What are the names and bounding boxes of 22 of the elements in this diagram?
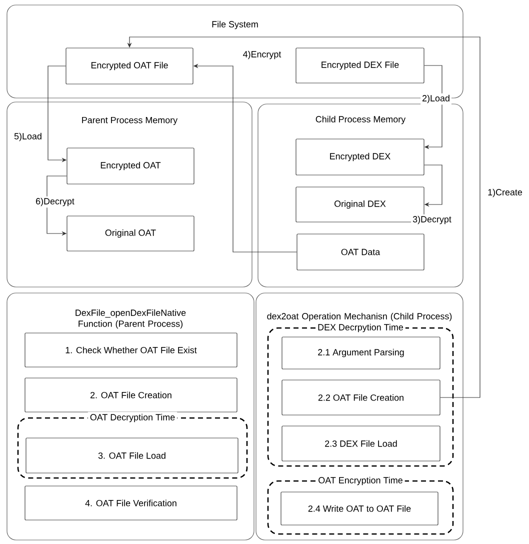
edge-label: 1)Create: [486, 187, 524, 199]
process-box: 2.3 DEX File Load: [282, 426, 440, 462]
process-box: Original OAT: [66, 216, 194, 252]
process-box: 3. OAT File Load: [26, 438, 238, 474]
process-box: Encrypted DEX: [296, 138, 424, 176]
process-box: 4. OAT File Verification: [24, 486, 238, 520]
process-box: Encrypted OAT: [66, 148, 194, 184]
edge-label: 2)Load: [420, 93, 452, 105]
edge-label: 4)Encrypt: [241, 49, 283, 61]
arrow: [424, 164, 442, 207]
process-box: 2.4 Write OAT to OAT File: [280, 492, 438, 526]
arrow: [424, 65, 442, 150]
process-box: 2. OAT File Creation: [24, 378, 238, 412]
process-box: Encrypted OAT File: [66, 48, 194, 84]
process-box: OAT Data: [296, 234, 424, 270]
process-box: 2.1 Argument Parsing: [282, 336, 440, 370]
process-box: Encrypted DEX File: [296, 48, 424, 84]
edge-label: 3)Decrypt: [411, 214, 453, 226]
process-box: 1. Check Whether OAT File Exist: [24, 332, 238, 368]
process-box: 2.2 OAT File Creation: [282, 380, 440, 416]
edge-label: 6)Decrypt: [34, 196, 76, 208]
edge-label: 5)Load: [12, 131, 44, 143]
